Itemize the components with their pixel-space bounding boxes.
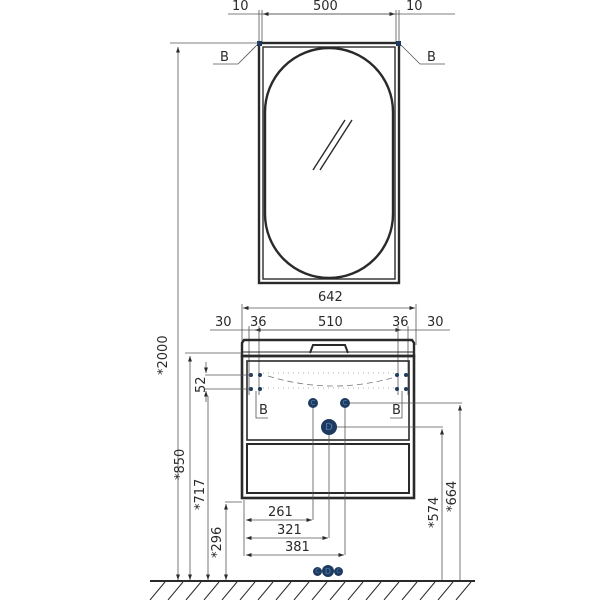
water-inlet-height-dim: *664	[445, 480, 460, 512]
cabinet-bottom-height-dim: *296	[210, 526, 225, 558]
vanity-overall-width-dim: 642	[318, 290, 343, 305]
total-height-dim: *2000	[156, 335, 171, 375]
vanity-top-height-dim: *850	[173, 448, 188, 480]
water-inlet-left-label: C	[310, 399, 316, 407]
floor-legend-inlet-right-icon: C	[334, 567, 343, 576]
vanity-section-tag-right: B	[392, 403, 401, 418]
drain-icon: D	[321, 419, 337, 435]
vanity-right-inset-dim: 36	[392, 315, 409, 330]
drain-height-dim: *574	[427, 496, 442, 528]
drain-offset-dim: 321	[277, 523, 302, 538]
vanity-right-overhang-dim: 30	[427, 315, 444, 330]
drain-label: D	[325, 421, 333, 433]
vanity-left-inset-dim: 36	[250, 315, 267, 330]
hot-inlet-offset-dim: 381	[285, 540, 310, 555]
floor-legend-inlet-left-icon: C	[313, 567, 322, 576]
vanity-section-tag-left: B	[259, 403, 268, 418]
water-inlet-right-icon: C	[340, 398, 350, 408]
mirror-right-gap-dim: 10	[406, 0, 423, 14]
cold-inlet-offset-dim: 261	[268, 505, 293, 520]
mounting-spacing-dim: 52	[194, 376, 209, 393]
mounting-height-dim: *717	[193, 478, 208, 510]
floor-legend-left-label: C	[315, 568, 320, 575]
water-inlet-right-label: C	[342, 399, 348, 407]
mirror-section-tag-left: B	[220, 50, 229, 65]
floor-legend-right-label: C	[336, 568, 341, 575]
water-inlet-left-icon: C	[308, 398, 318, 408]
mirror-section-tag-right: B	[427, 50, 436, 65]
floor-legend-center-label: D	[324, 566, 332, 576]
mirror-width-dim: 500	[313, 0, 338, 14]
vanity-left-overhang-dim: 30	[215, 315, 232, 330]
floor-legend-drain-icon: D	[322, 565, 334, 577]
vanity-inner-width-dim: 510	[318, 315, 343, 330]
mirror-left-gap-dim: 10	[232, 0, 249, 14]
